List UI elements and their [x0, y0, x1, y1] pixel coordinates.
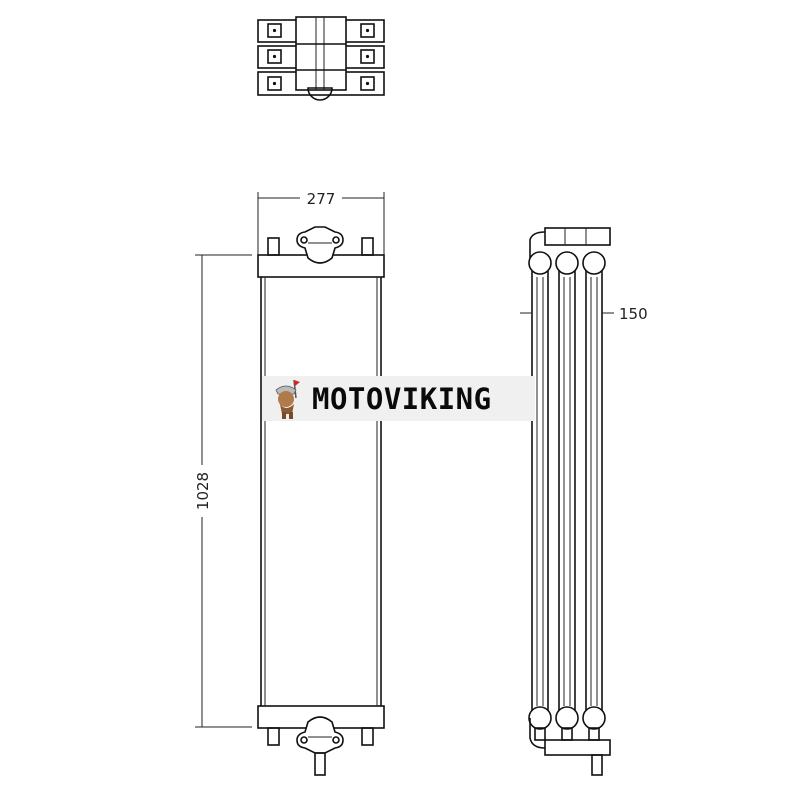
viking-mascot-icon [275, 379, 300, 419]
height-dimension: 1028 [194, 254, 252, 728]
depth-label: 150 [619, 305, 648, 323]
width-label: 277 [307, 190, 336, 208]
height-label: 1028 [194, 472, 212, 510]
depth-dimension: 150 [520, 305, 648, 323]
brand-watermark: MOTOVIKING [262, 376, 535, 421]
brand-name: MOTOVIKING [312, 381, 492, 416]
width-dimension: 277 [257, 190, 385, 255]
side-view [528, 227, 611, 776]
top-view [257, 16, 385, 101]
front-view [257, 226, 385, 776]
